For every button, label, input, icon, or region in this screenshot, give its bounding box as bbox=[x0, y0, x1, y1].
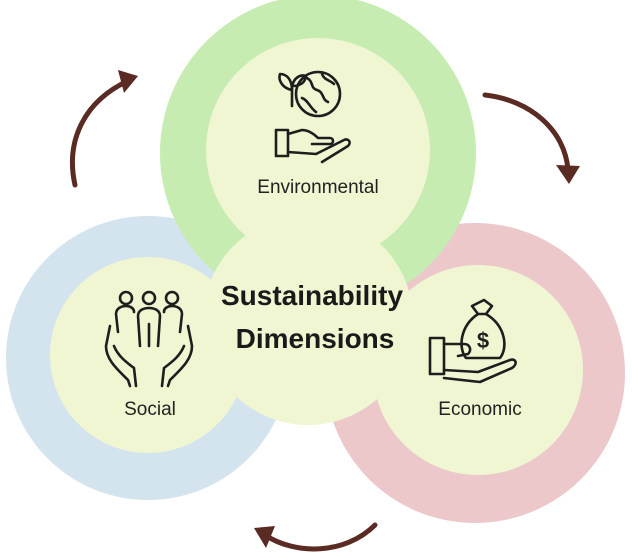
cycle-arrows bbox=[69, 70, 580, 552]
dollar-sign-icon: $ bbox=[477, 328, 489, 353]
arrow-top-left-icon bbox=[69, 70, 138, 188]
globe-in-hand-icon bbox=[274, 70, 351, 164]
arrow-top-right-icon bbox=[482, 92, 580, 184]
arrow-bottom-icon bbox=[254, 522, 378, 552]
environmental-label: Environmental bbox=[257, 177, 378, 198]
inner-circles bbox=[50, 38, 583, 475]
title-line-2: Dimensions bbox=[236, 323, 395, 354]
title-line-1: Sustainability bbox=[221, 280, 403, 311]
economic-label: Economic bbox=[438, 399, 521, 420]
people-in-hands-icon bbox=[104, 290, 194, 388]
social-label: Social bbox=[124, 399, 176, 420]
money-bag-in-hand-icon: $ bbox=[428, 298, 517, 384]
